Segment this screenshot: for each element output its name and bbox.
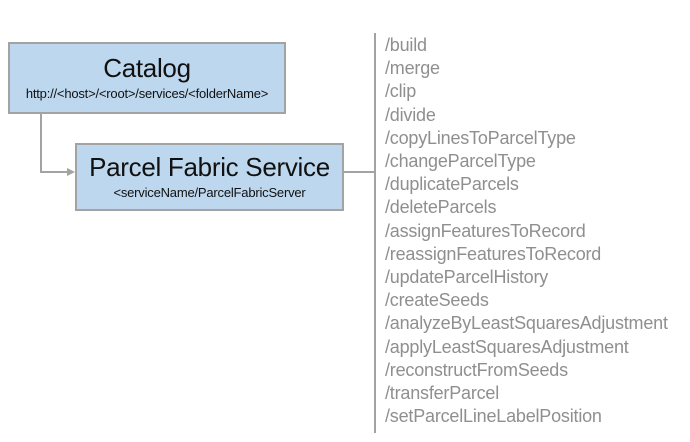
endpoint-item: /transferParcel (385, 383, 500, 404)
endpoint-item: /updateParcelHistory (385, 267, 549, 288)
connector-service-to-endpoints (344, 171, 374, 173)
service-title: Parcel Fabric Service (89, 151, 330, 182)
endpoint-item: /clip (385, 81, 417, 102)
catalog-title: Catalog (103, 52, 191, 83)
endpoint-item: /analyzeByLeastSquaresAdjustment (385, 313, 668, 334)
endpoint-item: /copyLinesToParcelType (385, 127, 576, 148)
endpoint-item: /build (385, 35, 427, 55)
catalog-url: http://<host>/<root>/services/<folderNam… (25, 85, 269, 101)
connector-catalog-vertical (40, 113, 42, 173)
connector-catalog-horizontal (40, 171, 68, 173)
service-name: <serviceName/ParcelFabricServer (113, 184, 306, 200)
endpoint-item: /createSeeds (385, 290, 489, 311)
endpoint-item: /assignFeaturesToRecord (385, 220, 586, 241)
arrowhead-icon (67, 168, 75, 176)
endpoint-divider-line (374, 33, 376, 433)
endpoint-item: /merge (385, 58, 440, 79)
catalog-node: Catalog http://<host>/<root>/services/<f… (8, 42, 286, 114)
parcel-fabric-service-node: Parcel Fabric Service <serviceName/Parce… (75, 143, 344, 211)
endpoint-item: /deleteParcels (385, 197, 497, 218)
endpoint-item: /applyLeastSquaresAdjustment (385, 336, 629, 357)
endpoint-item: /reconstructFromSeeds (385, 359, 568, 380)
endpoint-list: /build /merge /clip /divide /copyLinesTo… (385, 34, 668, 428)
endpoint-item: /setParcelLineLabelPosition (385, 406, 602, 427)
endpoint-item: /reassignFeaturesToRecord (385, 243, 602, 264)
endpoint-item: /duplicateParcels (385, 174, 519, 195)
endpoint-item: /divide (385, 104, 436, 125)
endpoint-item: /changeParcelType (385, 151, 536, 172)
